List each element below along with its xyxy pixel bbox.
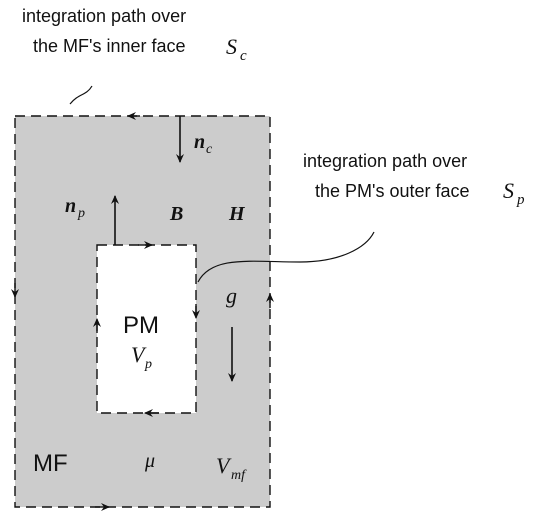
mf-label: MF: [33, 450, 68, 477]
sc-symbol: S: [226, 34, 237, 59]
mf-leader-line: [69, 85, 93, 105]
sc-subscript: c: [240, 48, 247, 64]
mf-annotation-line1: integration path over: [22, 6, 186, 26]
pm-label: PM: [123, 312, 159, 339]
vp-subscript: p: [144, 357, 152, 372]
sp-symbol: S: [503, 178, 514, 203]
mf-annotation-line2: the MF's inner face: [33, 36, 186, 56]
b-field-label: B: [169, 203, 183, 225]
pm-annotation-line1: integration path over: [303, 151, 467, 171]
pm-annotation-line2: the PM's outer face: [315, 181, 470, 201]
vp-symbol: V: [131, 342, 147, 367]
g-label: g: [226, 283, 237, 308]
vmf-symbol: V: [216, 453, 232, 478]
vmf-subscript: mf: [231, 468, 247, 483]
pm-region: [96, 244, 197, 414]
h-field-label: H: [228, 203, 246, 225]
nc-label: n: [194, 131, 205, 153]
np-subscript: p: [77, 206, 85, 221]
nc-subscript: c: [206, 142, 213, 157]
sp-subscript: p: [516, 192, 525, 208]
mu-symbol: μ: [144, 450, 155, 472]
np-label: n: [65, 195, 76, 217]
pm-leader-line: [197, 231, 375, 283]
